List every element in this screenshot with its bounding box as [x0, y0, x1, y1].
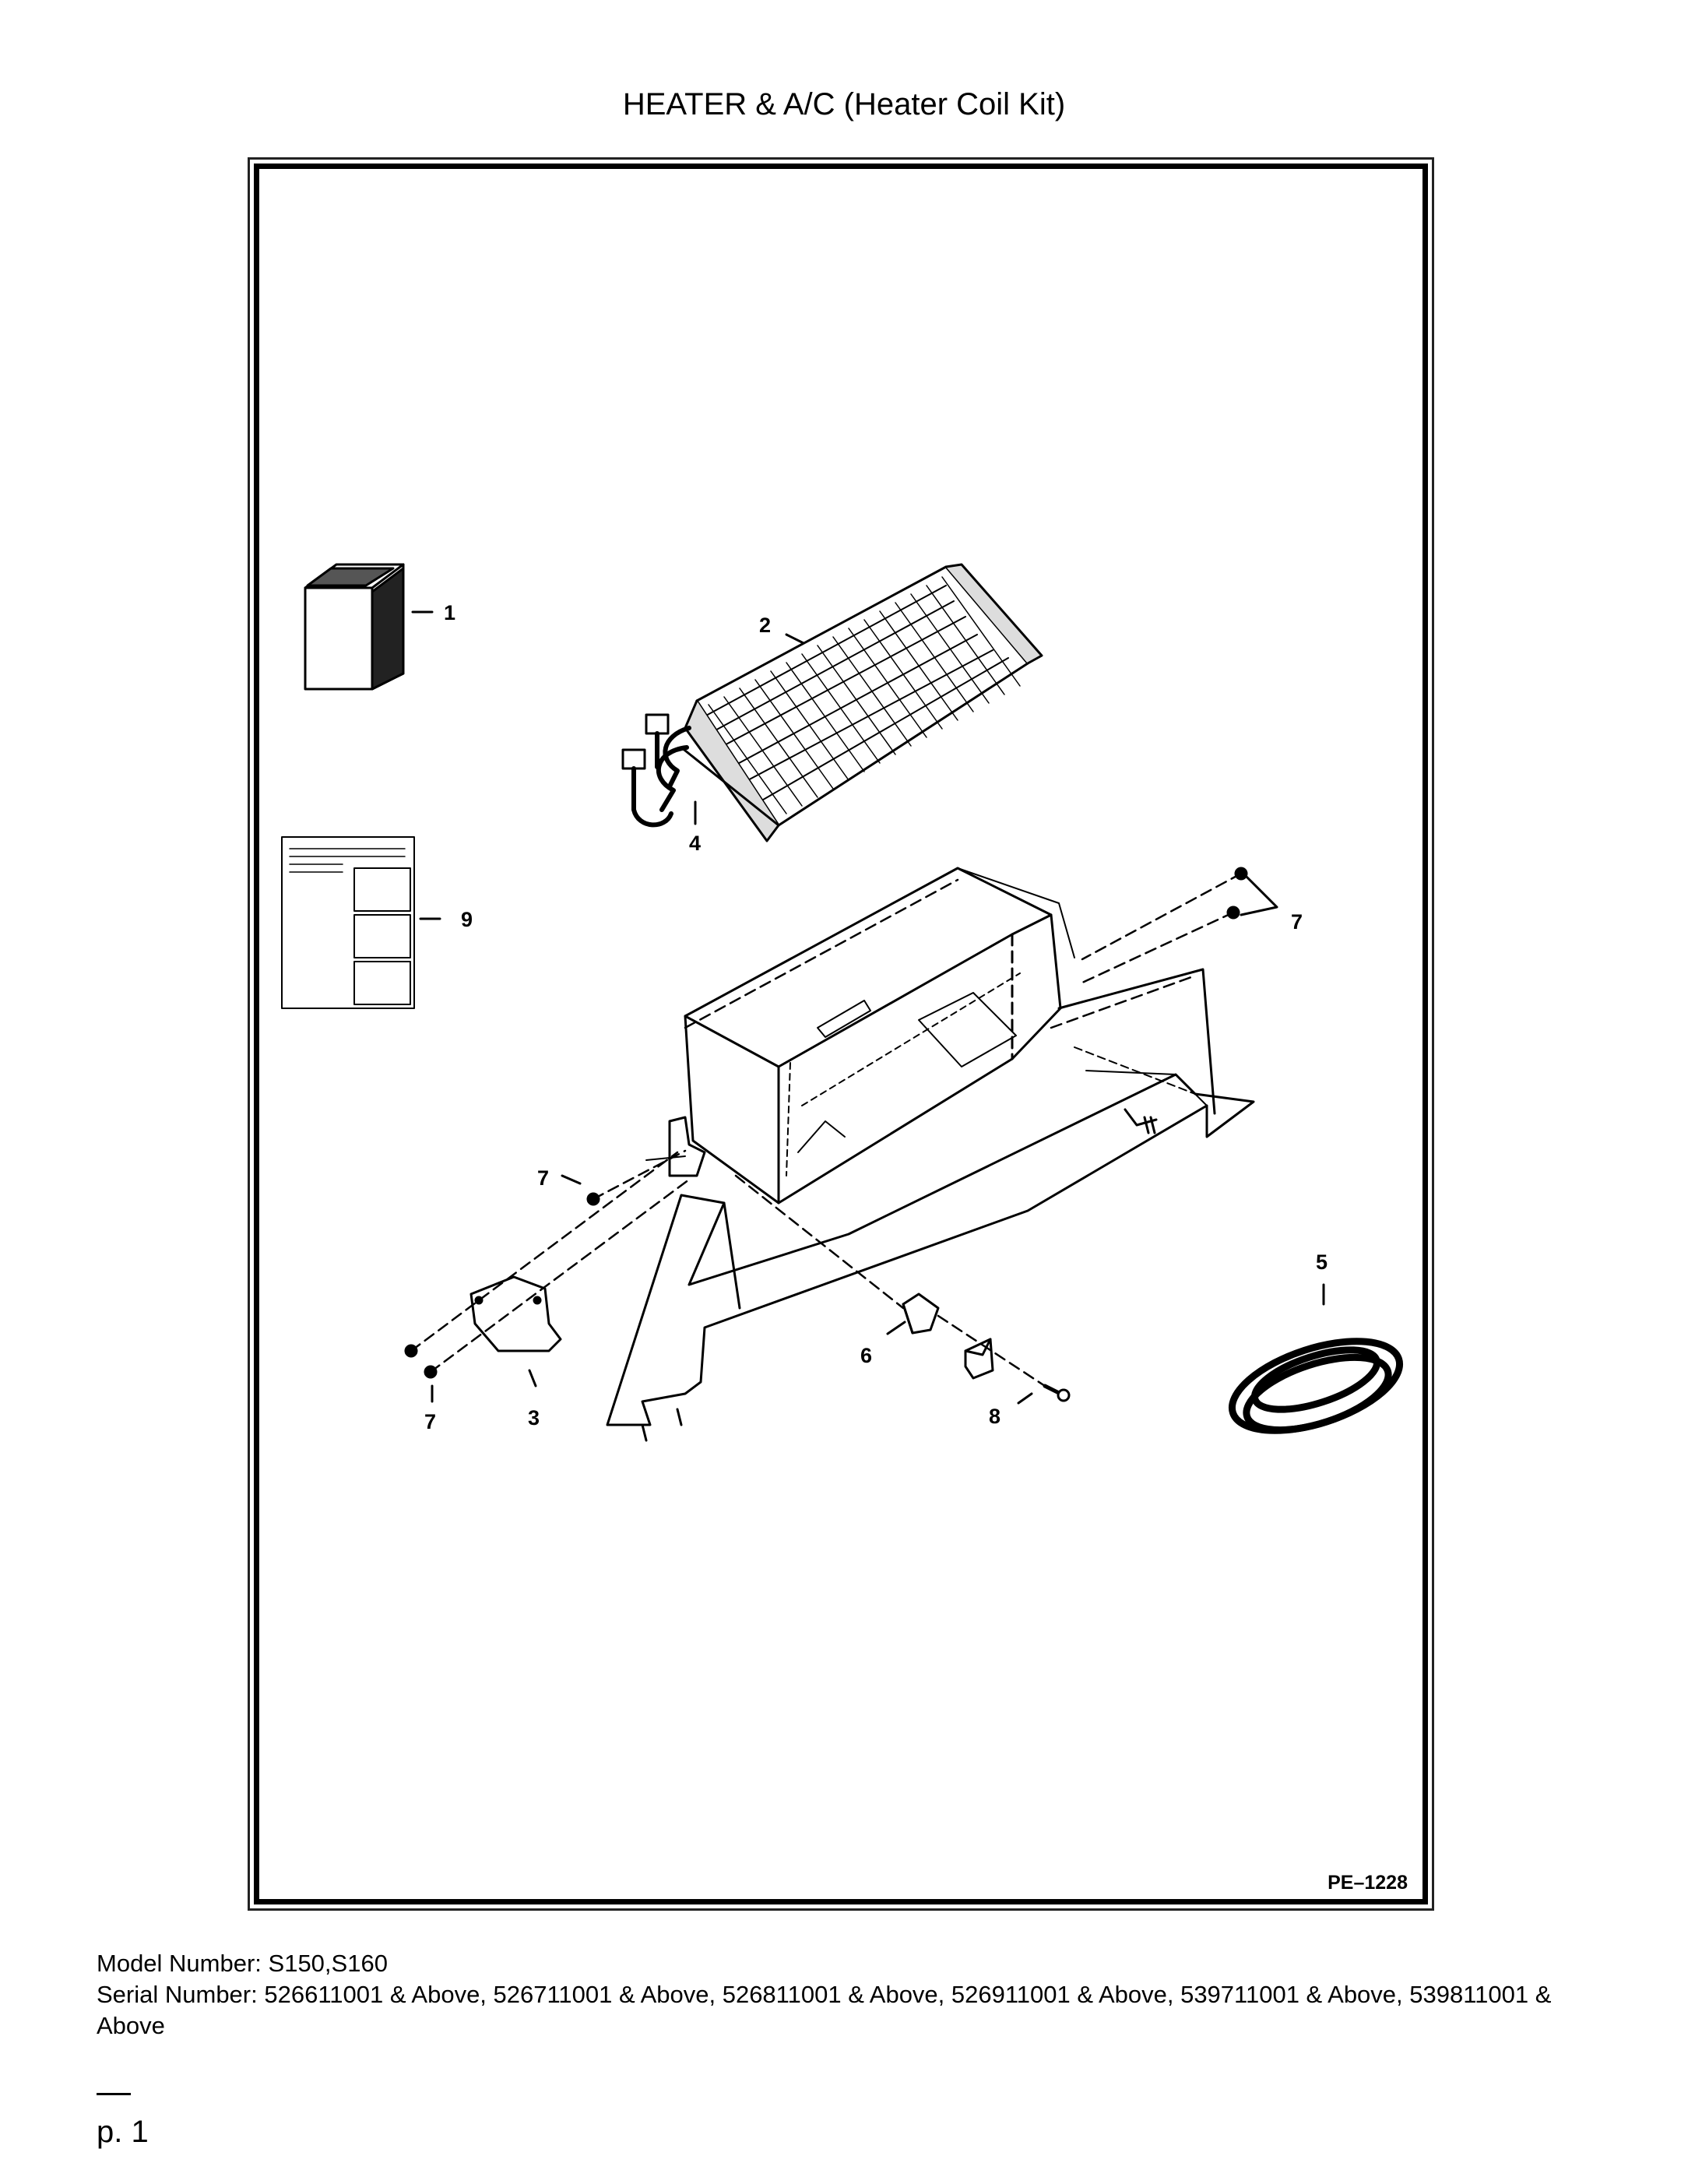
serial-number: Serial Number: 526611001 & Above, 526711…	[97, 1981, 1552, 2039]
heater-housing	[684, 867, 1075, 1205]
callout-9: 9	[461, 908, 473, 931]
assembly-lines	[410, 872, 1243, 1387]
page-title: HEATER & A/C (Heater Coil Kit)	[622, 87, 1066, 121]
callout-4: 4	[689, 832, 701, 855]
page-rule	[97, 2093, 131, 2095]
callout-8: 8	[989, 1405, 1000, 1428]
clip	[964, 1338, 994, 1380]
callout-2: 2	[759, 614, 771, 637]
part-8-screw	[1043, 1384, 1071, 1402]
callout-7-left: 7	[537, 1166, 549, 1190]
footer: Model Number: S150,S160 Serial Number: 5…	[97, 1948, 1560, 2042]
callout-1: 1	[444, 601, 455, 624]
callout-6: 6	[860, 1344, 872, 1367]
part-5-hose	[1228, 1338, 1404, 1434]
figure-code: PE–1228	[1328, 1872, 1408, 1894]
callout-7-bottom: 7	[424, 1410, 436, 1433]
part-1-box	[304, 563, 405, 691]
figure-outer-border	[248, 157, 1434, 1911]
callout-5: 5	[1316, 1250, 1328, 1274]
callout-3: 3	[528, 1406, 540, 1430]
page-number: p. 1	[97, 2115, 149, 2149]
part-3-bracket	[469, 1275, 562, 1352]
base-frame	[606, 968, 1255, 1442]
leader-lines	[411, 610, 1325, 1405]
exploded-parts-diagram: 1 2 3 4 5 6 7 7 7 8 9	[281, 563, 1404, 1442]
callout-7-top: 7	[1291, 910, 1303, 934]
mounting-bracket	[645, 1116, 706, 1177]
model-number: Model Number: S150,S160	[97, 1950, 388, 1977]
part-9-instructions	[281, 836, 415, 1009]
figure-border	[254, 164, 1428, 1904]
part-6-bushing	[902, 1292, 940, 1335]
part-2-heater-coil	[621, 563, 1043, 842]
